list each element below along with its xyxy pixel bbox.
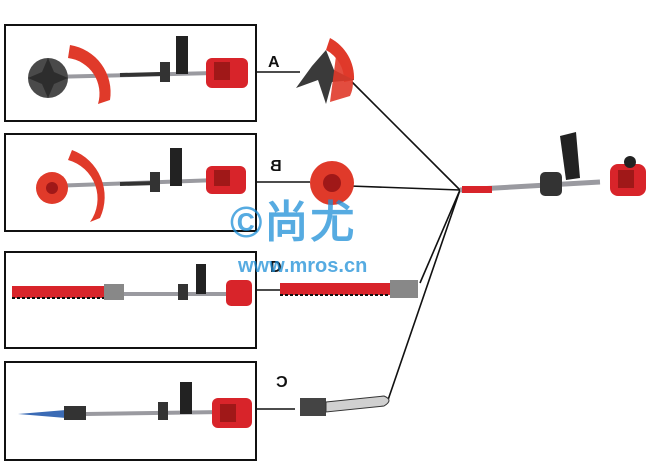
attachment-saw-image xyxy=(300,395,390,416)
brush-cutter-blade-image xyxy=(28,36,248,104)
converge-line-b xyxy=(349,185,461,191)
converge-line-d xyxy=(419,189,461,284)
power-unit-image xyxy=(459,132,646,196)
attachment-blade-image xyxy=(296,38,355,104)
watermark-url: www.mros.cn xyxy=(238,255,368,277)
pole-saw-image xyxy=(18,382,252,428)
converge-line-c xyxy=(387,189,461,401)
panel-hedge-trimmer xyxy=(4,251,257,349)
converge-line-a xyxy=(351,81,461,191)
connector-lines xyxy=(257,71,461,410)
label-c: C xyxy=(276,374,288,391)
brush-cutter-nylon-image xyxy=(36,148,246,222)
hedge-trimmer-image xyxy=(12,264,252,306)
attachment-hedge-image xyxy=(280,280,418,298)
watermark-brand: ©尚尤 xyxy=(230,198,357,247)
label-a: A xyxy=(268,54,280,71)
attachment-nylon-head-image xyxy=(310,161,354,205)
label-b: B xyxy=(270,158,282,175)
